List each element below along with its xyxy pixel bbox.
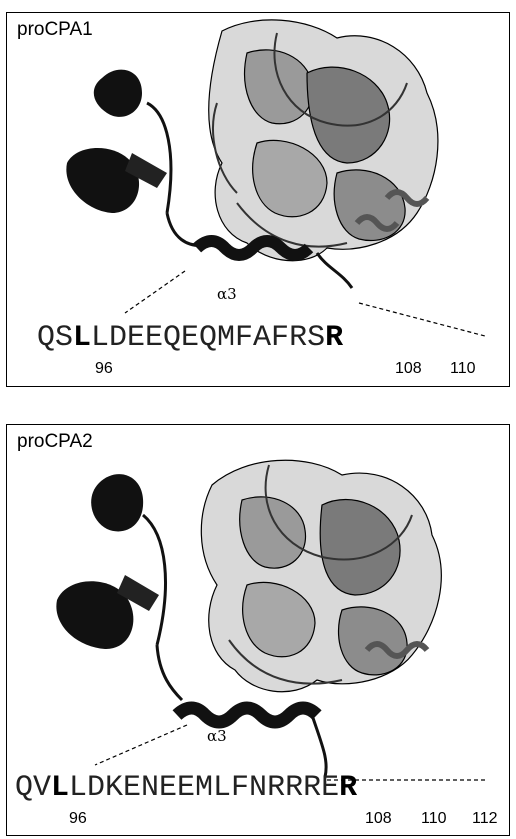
- residue-number: 110: [421, 810, 447, 828]
- panel-label: proCPA2: [17, 431, 93, 453]
- sequence-text: QSLLDEEQEQMFAFRSR: [37, 321, 343, 355]
- residue-number: 96: [95, 360, 113, 378]
- residue-number: 110: [450, 360, 476, 378]
- figure-panel-procpa2: proCPA2 α3 QVLLDKENEEMLFNRRRER 96 108 11…: [6, 424, 510, 836]
- residue-number: 112: [472, 810, 498, 828]
- catalytic-domain-ribbons: [201, 460, 441, 692]
- helix-label: α3: [207, 727, 227, 745]
- figure-panel-procpa1: proCPA1 α3 QSLLDEEQEQMFAFRSR 96 108 110: [6, 12, 510, 387]
- helix-label: α3: [217, 285, 237, 303]
- residue-number: 108: [395, 360, 422, 378]
- sequence-text: QVLLDKENEEMLFNRRRER: [15, 771, 357, 805]
- catalytic-domain-ribbons: [209, 20, 438, 261]
- panel-label: proCPA1: [17, 19, 93, 41]
- residue-number: 96: [69, 810, 87, 828]
- residue-number: 108: [365, 810, 392, 828]
